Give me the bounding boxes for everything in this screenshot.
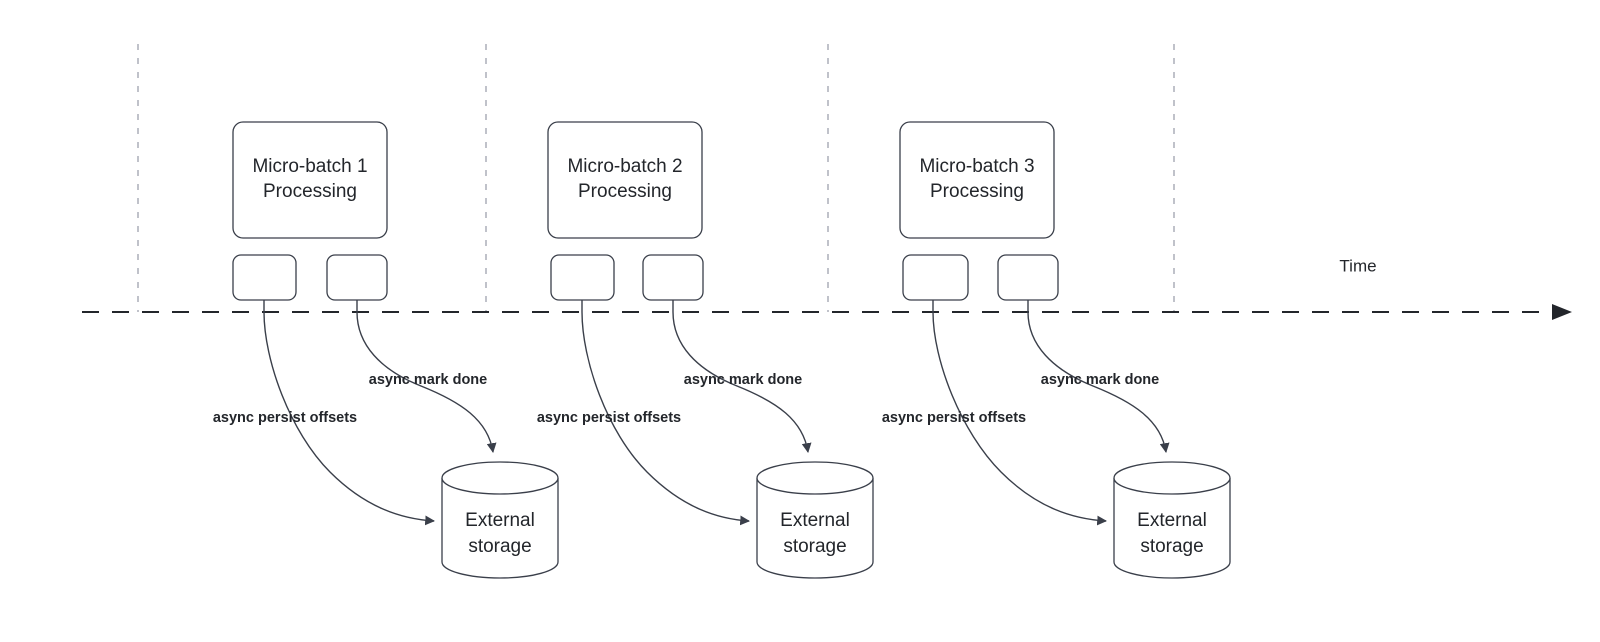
group-3-persist-offsets-edge	[932, 300, 1107, 526]
micro-batch-2-box[interactable]	[547, 121, 703, 239]
group-3-storage-label-line1: External	[1137, 510, 1207, 531]
micro-batch-1-label-line2: Processing	[263, 181, 357, 202]
group-2-persist-offsets-edge	[581, 300, 750, 526]
group-3-mark-done-label: async mark done	[1041, 372, 1159, 388]
group-1-persist-offsets-label: async persist offsets	[213, 410, 357, 426]
group-1-storage-label-line1: External	[465, 510, 535, 531]
micro-batch-group-3: Micro-batch 3 Processing async persist o…	[882, 121, 1231, 579]
group-3-storage-label-line2: storage	[1140, 536, 1203, 557]
micro-batch-1-label-line1: Micro-batch 1	[252, 156, 367, 177]
group-3-persist-offsets-label: async persist offsets	[882, 410, 1026, 426]
group-2-task-box-right[interactable]	[642, 254, 704, 301]
timeline-tick-lines	[137, 44, 1175, 312]
micro-batch-2-label-line2: Processing	[578, 181, 672, 202]
micro-batch-group-2: Micro-batch 2 Processing async persist o…	[537, 121, 874, 579]
micro-batch-3-label-line1: Micro-batch 3	[919, 156, 1034, 177]
group-2-persist-offsets-label: async persist offsets	[537, 410, 681, 426]
micro-batch-group-1: Micro-batch 1 Processing async persist o…	[213, 121, 559, 579]
group-2-mark-done-edge	[672, 300, 812, 453]
time-axis-arrowhead	[1552, 304, 1572, 320]
group-1-task-box-left[interactable]	[232, 254, 297, 301]
micro-batch-2-label-line1: Micro-batch 2	[567, 156, 682, 177]
group-1-mark-done-label: async mark done	[369, 372, 487, 388]
group-1-storage-body	[441, 478, 559, 579]
micro-batch-3-box[interactable]	[899, 121, 1055, 239]
group-3-storage-top	[1113, 461, 1231, 495]
group-3-storage-body	[1113, 478, 1231, 579]
group-2-storage-top	[756, 461, 874, 495]
group-3-task-box-left[interactable]	[902, 254, 969, 301]
group-2-storage-label-line2: storage	[783, 536, 846, 557]
group-1-storage-top	[441, 461, 559, 495]
group-3-external-storage[interactable]: External storage	[1113, 461, 1231, 579]
time-axis: Time	[82, 256, 1572, 320]
group-2-storage-body	[756, 478, 874, 579]
group-1-external-storage[interactable]: External storage	[441, 461, 559, 579]
group-1-task-box-right[interactable]	[326, 254, 388, 301]
micro-batch-1-box[interactable]	[232, 121, 388, 239]
group-2-mark-done-label: async mark done	[684, 372, 802, 388]
group-3-mark-done-edge	[1027, 300, 1170, 453]
micro-batch-3-label-line2: Processing	[930, 181, 1024, 202]
group-1-persist-offsets-edge	[263, 300, 435, 526]
group-2-task-box-left[interactable]	[550, 254, 615, 301]
group-1-storage-label-line2: storage	[468, 536, 531, 557]
group-2-storage-label-line1: External	[780, 510, 850, 531]
group-3-task-box-right[interactable]	[997, 254, 1059, 301]
group-2-external-storage[interactable]: External storage	[756, 461, 874, 579]
time-axis-label: Time	[1339, 256, 1376, 275]
group-1-mark-done-edge	[356, 300, 497, 453]
